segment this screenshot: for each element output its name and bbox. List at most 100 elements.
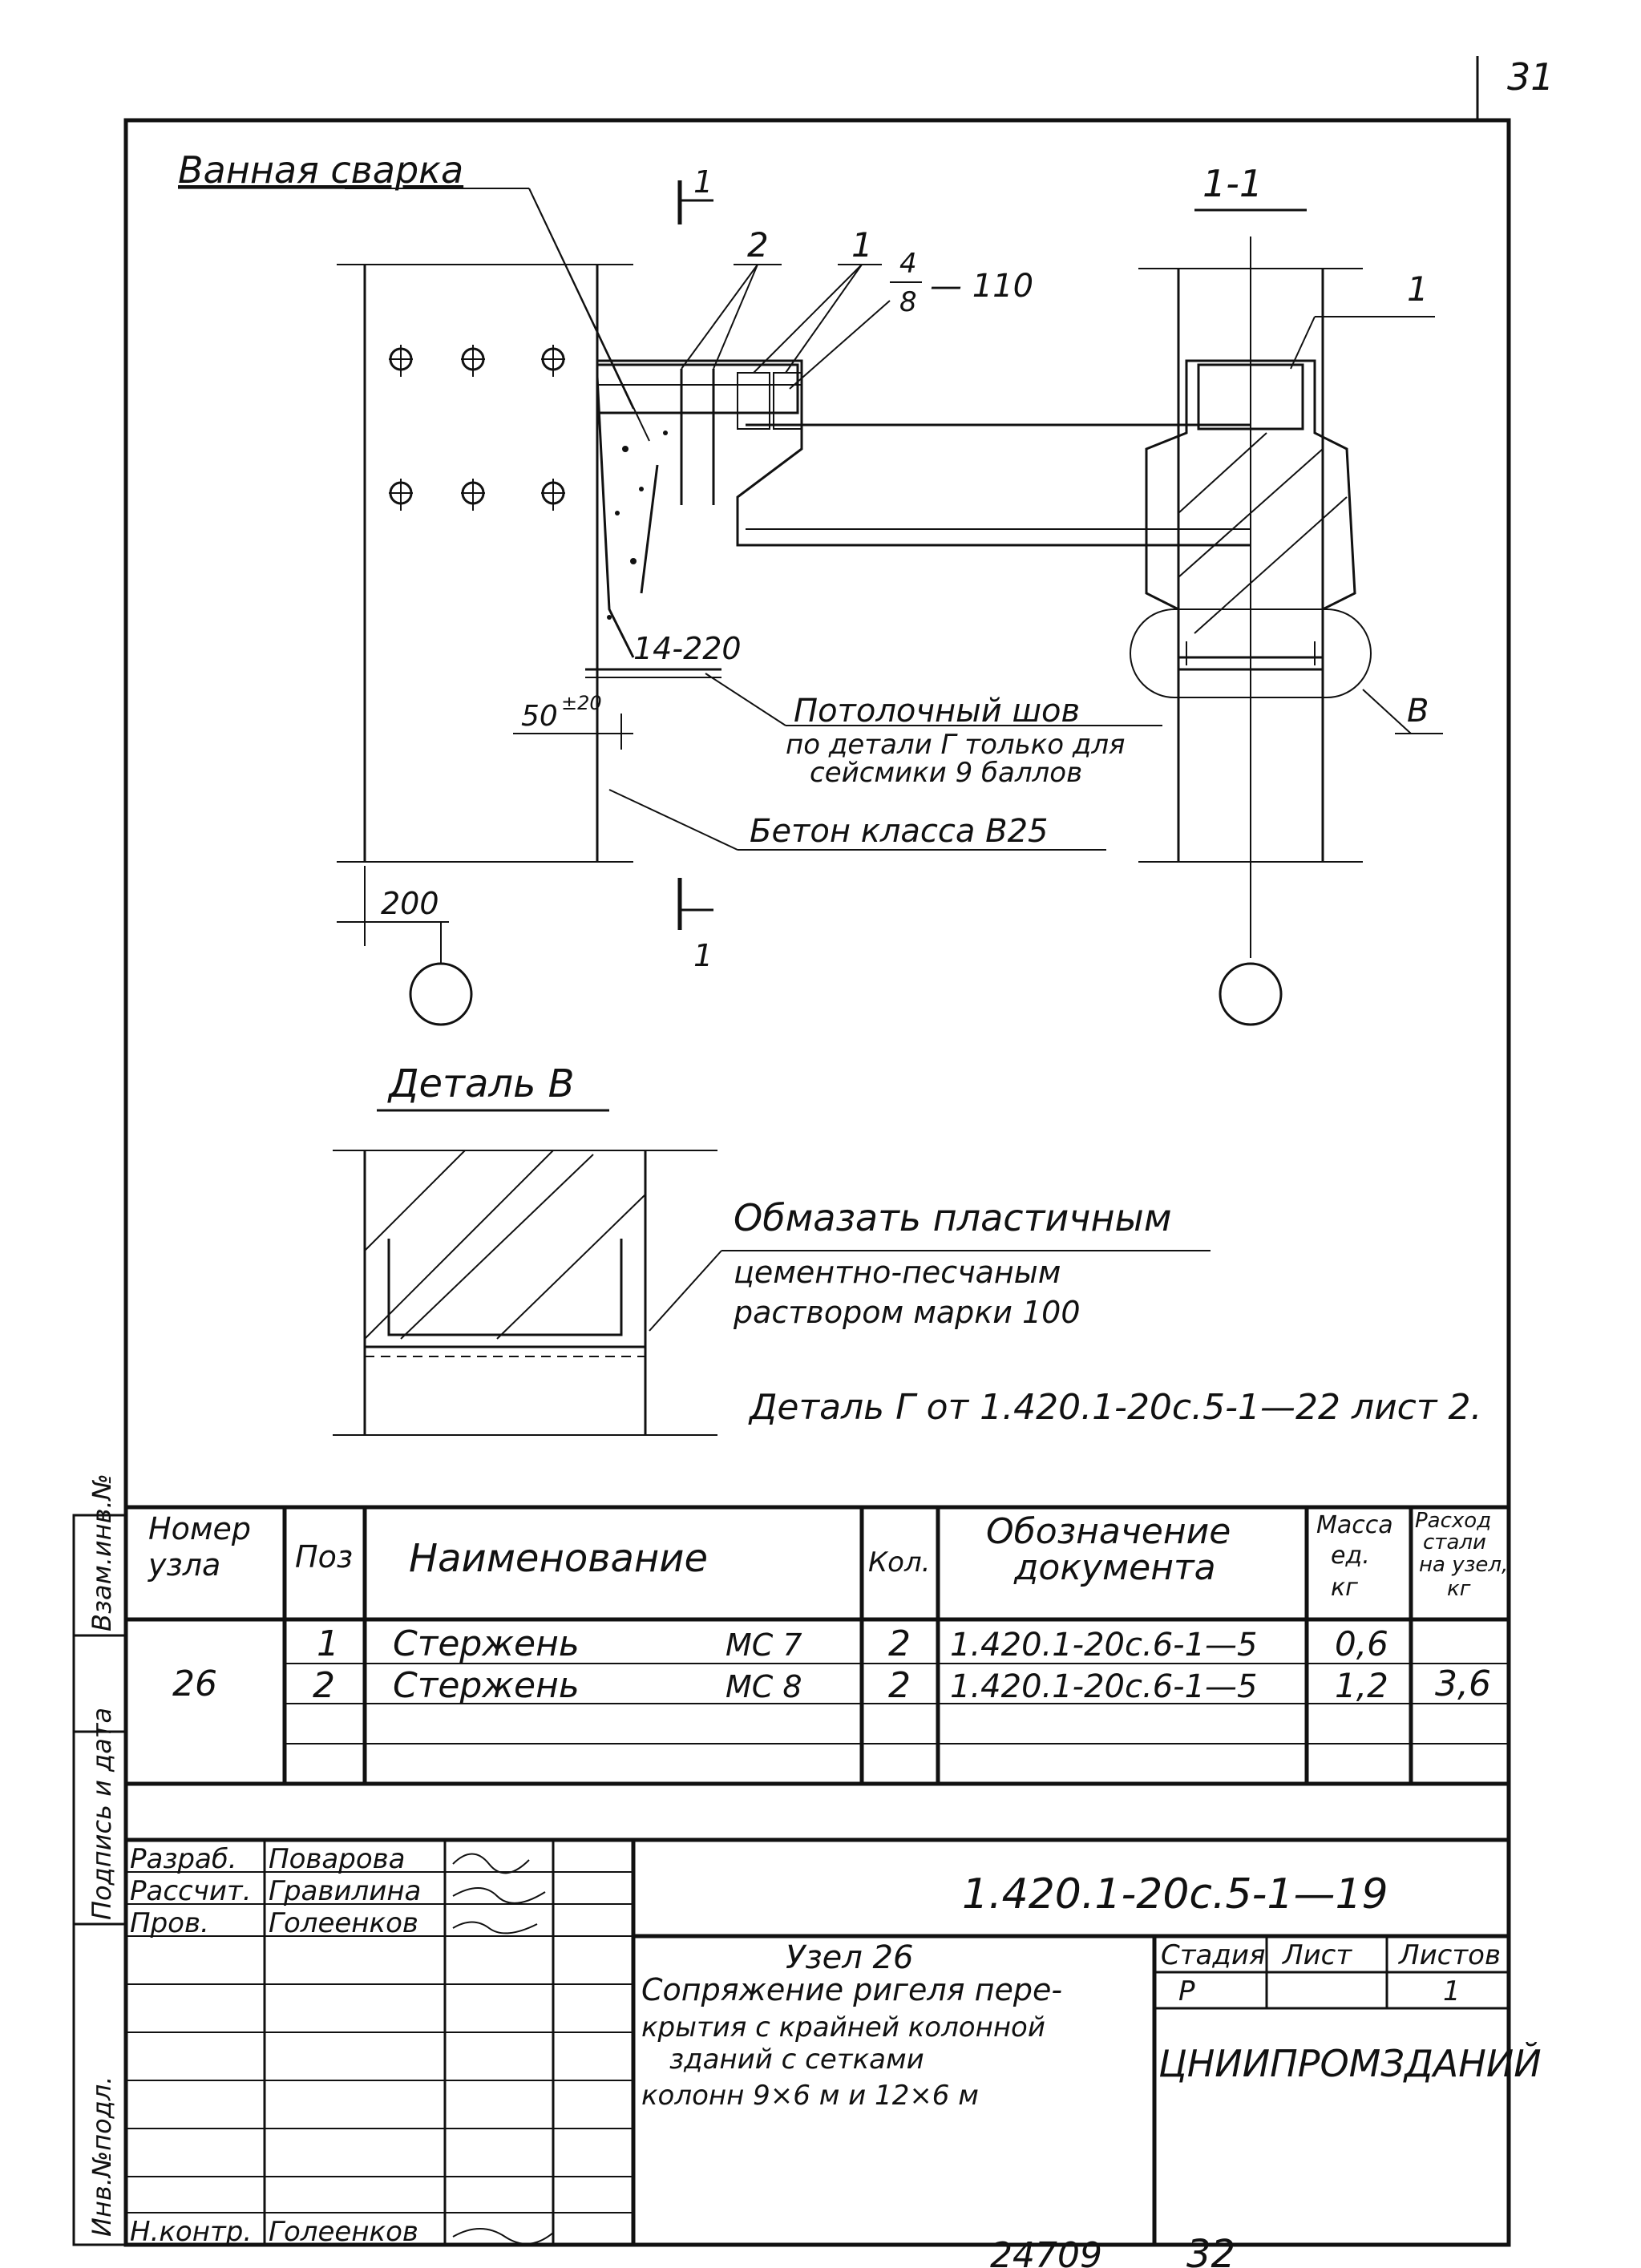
role-calculator: Рассчит. (130, 1875, 252, 1907)
leader-ceiling-weld (705, 673, 786, 726)
row2-name: Стержень (393, 1665, 580, 1706)
sheet-frame (123, 118, 1511, 2247)
leader-weld (789, 300, 891, 390)
hdr-steel-2: стали (1423, 1530, 1486, 1554)
section-mark-top: 1 (693, 164, 713, 200)
note-line-1: Обмазать пластичным (734, 1196, 1172, 1239)
leader-concrete (608, 789, 738, 851)
label-stage: Стадия (1161, 1939, 1265, 1971)
detail-hatch-3 (400, 1154, 594, 1340)
bolt-4-icon (389, 479, 413, 511)
label-sheets: Листов (1397, 1939, 1501, 1971)
ceiling-weld-line-2: по детали Г только для (786, 729, 1126, 761)
organization-name: ЦНИИПРОМЗДАНИЙ (1158, 2042, 1542, 2085)
hdr-mass-2: ед. (1331, 1542, 1370, 1570)
sheets-value: 1 (1443, 1975, 1461, 2007)
label-bath-welding: Ванная сварка (178, 148, 463, 192)
section-title: 1-1 (1202, 162, 1263, 205)
title-line-4: зданий с сетками (669, 2044, 924, 2076)
stage-value: Р (1178, 1975, 1195, 2007)
callout-b-leader (1362, 689, 1412, 734)
dim-50: 50 (521, 700, 558, 733)
hdr-steel-3: на узел, (1419, 1553, 1508, 1577)
embedded-plate (596, 363, 799, 414)
dim-200: 200 (381, 886, 439, 921)
axis-bubble-right (1219, 962, 1283, 1026)
detail-g-reference: Деталь Г от 1.420.1-20с.5-1—22 лист 2. (748, 1387, 1481, 1428)
rod-pos1-b (773, 372, 802, 430)
note-line-3: раствором марки 100 (733, 1295, 1081, 1330)
elevation-view: Ванная сварка (178, 148, 1251, 1026)
hatch-2 (1178, 448, 1324, 578)
weld-14-220: 14-220 (633, 631, 742, 666)
title-line-5: колонн 9×6 м и 12×6 м (641, 2080, 979, 2112)
hdr-pos: Поз (295, 1539, 353, 1575)
bolt-3-icon (541, 345, 565, 377)
hdr-node-1: Номер (148, 1511, 251, 1546)
section-beam-outline (1145, 359, 1356, 659)
section-view: 1-1 1 В (1130, 162, 1443, 1026)
detail-b-callout-ring (1130, 608, 1372, 698)
hdr-steel-4: кг (1447, 1577, 1471, 1601)
row1-name: Стержень (393, 1623, 580, 1664)
hdr-name: Наименование (409, 1536, 708, 1581)
hdr-mass-1: Масса (1316, 1511, 1393, 1539)
total-steel: 3,6 (1435, 1664, 1491, 1704)
section-mark-bottom: 1 (693, 938, 713, 973)
hdr-steel-1: Расход (1415, 1509, 1491, 1533)
leader-pos2-a (681, 264, 758, 370)
spec-table: Номер узла Поз Наименование Кол. Обознач… (126, 1505, 1509, 1786)
detail-channel (387, 1331, 623, 1336)
hdr-mass-3: кг (1331, 1574, 1358, 1602)
row2-doc: 1.420.1-20с.6-1—5 (950, 1668, 1258, 1705)
pos-2-callout: 2 (747, 225, 769, 265)
anchor-bolts (389, 345, 565, 511)
callout-b: В (1407, 693, 1429, 730)
name-norm-control: Голеенков (269, 2216, 418, 2248)
leader-pos1-a (753, 264, 863, 374)
row2-qty: 2 (888, 1665, 911, 1706)
title-line-3: крытия с крайней колонной (641, 2011, 1045, 2044)
leader-pos1-b (785, 264, 863, 374)
row1-pos: 1 (317, 1623, 339, 1664)
note-leader (649, 1250, 722, 1332)
title-block: Разраб. Поварова Рассчит. Гравилина Пров… (126, 1837, 1542, 2248)
hdr-doc-1: Обозначение (986, 1511, 1231, 1552)
detail-b-title: Деталь В (387, 1061, 575, 1106)
row2-pos: 2 (313, 1665, 335, 1706)
weld-length: — 110 (930, 268, 1033, 305)
bolt-2-icon (461, 345, 485, 377)
ceiling-weld-line-1: Потолочный шов (794, 693, 1080, 730)
detail-b: Деталь В Обмазать пластичным цементно-пе… (333, 1061, 1481, 1436)
row2-mass: 1,2 (1335, 1666, 1388, 1705)
bolt-5-icon (461, 479, 485, 511)
side-sign-date: Подпись и дата (87, 1708, 117, 1920)
row1-qty: 2 (888, 1623, 911, 1664)
bolt-6-icon (541, 479, 565, 511)
document-code: 1.420.1-20с.5-1—19 (962, 1870, 1388, 1918)
name-developer: Поварова (269, 1843, 406, 1875)
hatch-1 (1178, 432, 1267, 514)
concrete-dots (607, 431, 668, 620)
leader-pos2-b (713, 264, 758, 370)
name-checker: Голеенков (269, 1907, 418, 1939)
pos-1-callout: 1 (851, 225, 873, 265)
section-pos-1: 1 (1407, 269, 1429, 309)
sheet-number: 31 (1507, 55, 1554, 99)
weld-frac-den: 8 (899, 286, 917, 318)
title-node: Узел 26 (786, 1939, 913, 1976)
note-line-2: цементно-песчаным (734, 1255, 1061, 1290)
row2-mark: МС 8 (726, 1669, 802, 1704)
detail-hatch-2 (364, 1150, 554, 1340)
console-outline (596, 376, 635, 658)
concrete-class-note: Бетон класса В25 (750, 813, 1048, 850)
side-stamp: Взам.инв.№ Подпись и дата Инв.№подл. (72, 1474, 127, 2246)
name-calculator: Гравилина (269, 1875, 421, 1907)
hdr-qty: Кол. (868, 1546, 930, 1579)
detail-hatch-4 (496, 1194, 646, 1340)
archive-number: 24709 (990, 2235, 1102, 2268)
side-inv-orig: Инв.№подл. (87, 2076, 117, 2237)
row1-mark: МС 7 (726, 1627, 802, 1663)
page-number: 32 (1186, 2232, 1235, 2268)
